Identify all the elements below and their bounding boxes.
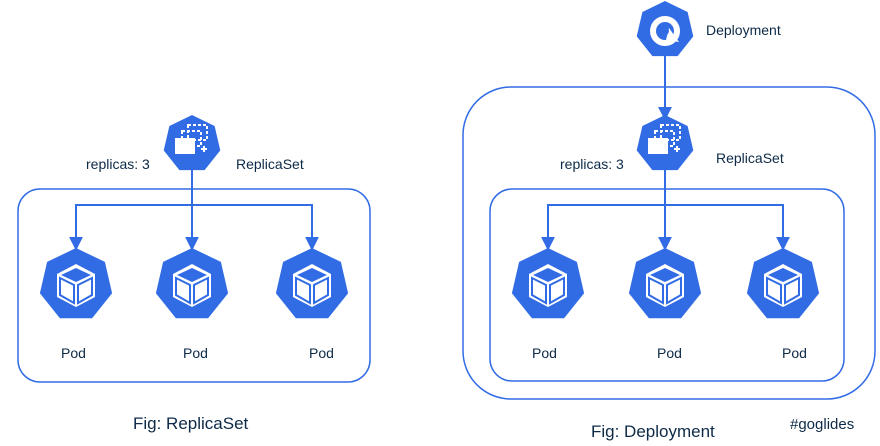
left-replicas-label: replicas: 3 — [86, 156, 150, 172]
left-pod-1-label: Pod — [61, 345, 86, 361]
right-pod-3-label: Pod — [782, 345, 807, 361]
right-pod-2-icon — [629, 248, 701, 318]
right-deployment-icon — [637, 1, 694, 56]
left-pod-2-icon — [156, 248, 228, 318]
right-connectors — [541, 56, 790, 251]
right-replicaset-boundary — [489, 188, 845, 382]
right-pod-1-icon — [512, 248, 584, 318]
left-pod-3-icon — [276, 248, 348, 318]
left-replicaset-boundary — [17, 188, 371, 383]
right-caption: Fig: Deployment — [591, 422, 715, 441]
left-replicaset-icon — [162, 114, 222, 172]
right-pod-1-label: Pod — [532, 345, 557, 361]
right-pod-3-icon — [747, 248, 819, 318]
left-pod-1-icon — [40, 248, 112, 318]
left-connectors — [69, 170, 319, 251]
left-pod-2-label: Pod — [183, 345, 208, 361]
right-replicas-label: replicas: 3 — [560, 156, 624, 172]
right-pod-2-label: Pod — [657, 345, 682, 361]
right-deployment-label: Deployment — [706, 22, 781, 38]
left-caption: Fig: ReplicaSet — [133, 414, 249, 433]
right-deployment-boundary — [462, 86, 876, 400]
hashtag-label: #goglides — [790, 416, 855, 433]
right-replicaset-label: ReplicaSet — [716, 150, 784, 166]
right-replicaset-icon — [635, 114, 695, 172]
left-replicaset-label: ReplicaSet — [236, 156, 304, 172]
left-pod-3-label: Pod — [309, 345, 334, 361]
